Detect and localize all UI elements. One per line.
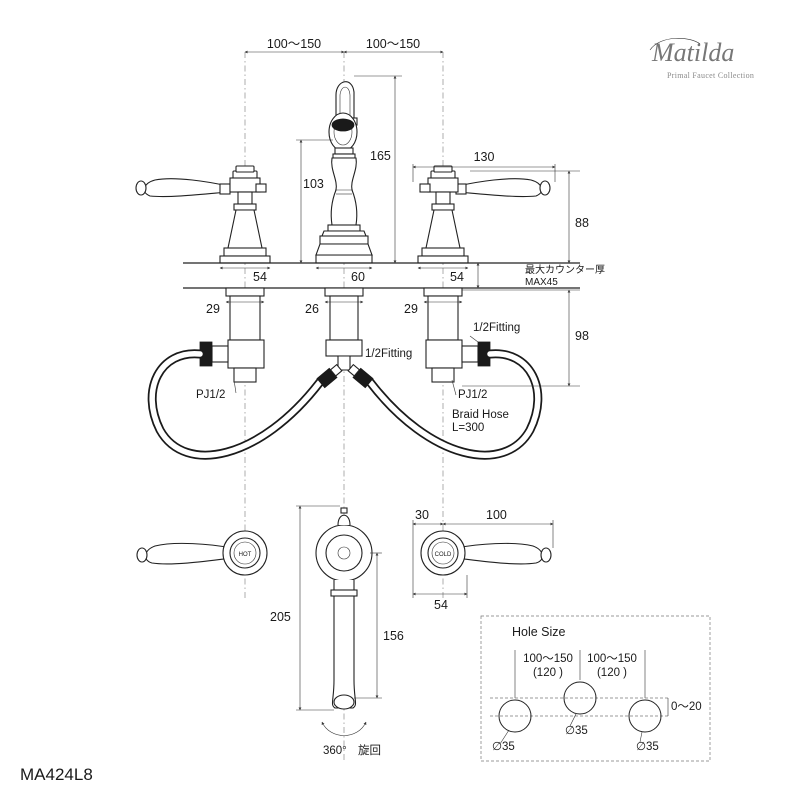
pj-right-label: PJ1/2	[458, 389, 487, 401]
spout-height-label: 165	[370, 149, 391, 163]
hose-length-label: L=300	[452, 422, 484, 434]
hole-dia-right: ∅35	[636, 741, 659, 753]
pj-left-label: PJ1/2	[196, 389, 225, 401]
spout-body-label: 103	[303, 177, 324, 191]
hole-right-range: 100～150	[587, 653, 637, 665]
counter-thickness-label: 最大カウンター厚	[525, 263, 605, 276]
base-dimensions: 54 60 54 最大カウンター厚 MAX45	[219, 262, 605, 289]
spout-dimensions: 165 103	[296, 75, 402, 264]
fitting-center-label: 1/2Fitting	[365, 348, 412, 360]
hole-left-range: 100～150	[523, 653, 573, 665]
hole-dia-center: ∅35	[565, 725, 588, 737]
hose-label: Braid Hose	[452, 409, 509, 421]
base-center-label: 60	[351, 270, 365, 284]
hole-size-box: Hole Size 100～150 (120 ) 100～150 (120 ) …	[480, 615, 711, 762]
spout-elevation	[315, 81, 373, 264]
hole-size-title: Hole Size	[512, 625, 566, 639]
under-depth-label: 98	[575, 329, 589, 343]
valve-dimensions: 130 88	[412, 150, 589, 264]
spread-right-label: 100～150	[366, 37, 420, 51]
hot-valve-elevation	[135, 165, 271, 264]
hole-left-std: (120 )	[533, 667, 563, 679]
base-left-label: 54	[253, 270, 267, 284]
spread-left-label: 100～150	[267, 37, 321, 51]
fitting-right-label: 1/2Fitting	[473, 322, 520, 334]
plan-view: HOT COLD 30 100 54 205 156	[136, 505, 554, 757]
handle-span-label: 130	[474, 150, 495, 164]
brand-name: Matilda	[651, 38, 734, 67]
brand-tagline: Primal Faucet Collection	[667, 71, 754, 80]
brand-logo: Matilda Primal Faucet Collection	[649, 38, 754, 80]
under-counter-labels: 1/2Fitting 1/2Fitting PJ1/2 PJ1/2 Braid …	[196, 289, 589, 434]
counter-max-label: MAX45	[525, 277, 558, 288]
plan-spout-label: 156	[383, 629, 404, 643]
plan-base-label: 54	[434, 598, 448, 612]
plan-total-label: 205	[270, 610, 291, 624]
hole-right-std: (120 )	[597, 667, 627, 679]
cold-cap-label: COLD	[435, 552, 452, 558]
rotation-jp-label: 旋回	[358, 743, 381, 757]
base-right-label: 54	[450, 270, 464, 284]
spread-dimension: 100～150 100～150	[244, 37, 444, 54]
valve-height-label: 88	[575, 216, 589, 230]
shank-right-label: 29	[404, 302, 418, 316]
plan-offset-label: 30	[415, 508, 429, 522]
shank-center-label: 26	[305, 302, 319, 316]
rotation-label: 360°	[323, 745, 347, 757]
cold-valve-elevation	[417, 165, 551, 264]
hot-cap-label: HOT	[239, 552, 252, 558]
hole-dia-left: ∅35	[492, 741, 515, 753]
shank-left-label: 29	[206, 302, 220, 316]
counter-top	[183, 262, 580, 289]
under-counter-assembly: 29 26 29	[199, 287, 491, 383]
hole-offset-label: 0～20	[671, 701, 702, 713]
model-number: MA424L8	[20, 765, 93, 784]
braid-hoses	[147, 349, 543, 460]
plan-handle-label: 100	[486, 508, 507, 522]
